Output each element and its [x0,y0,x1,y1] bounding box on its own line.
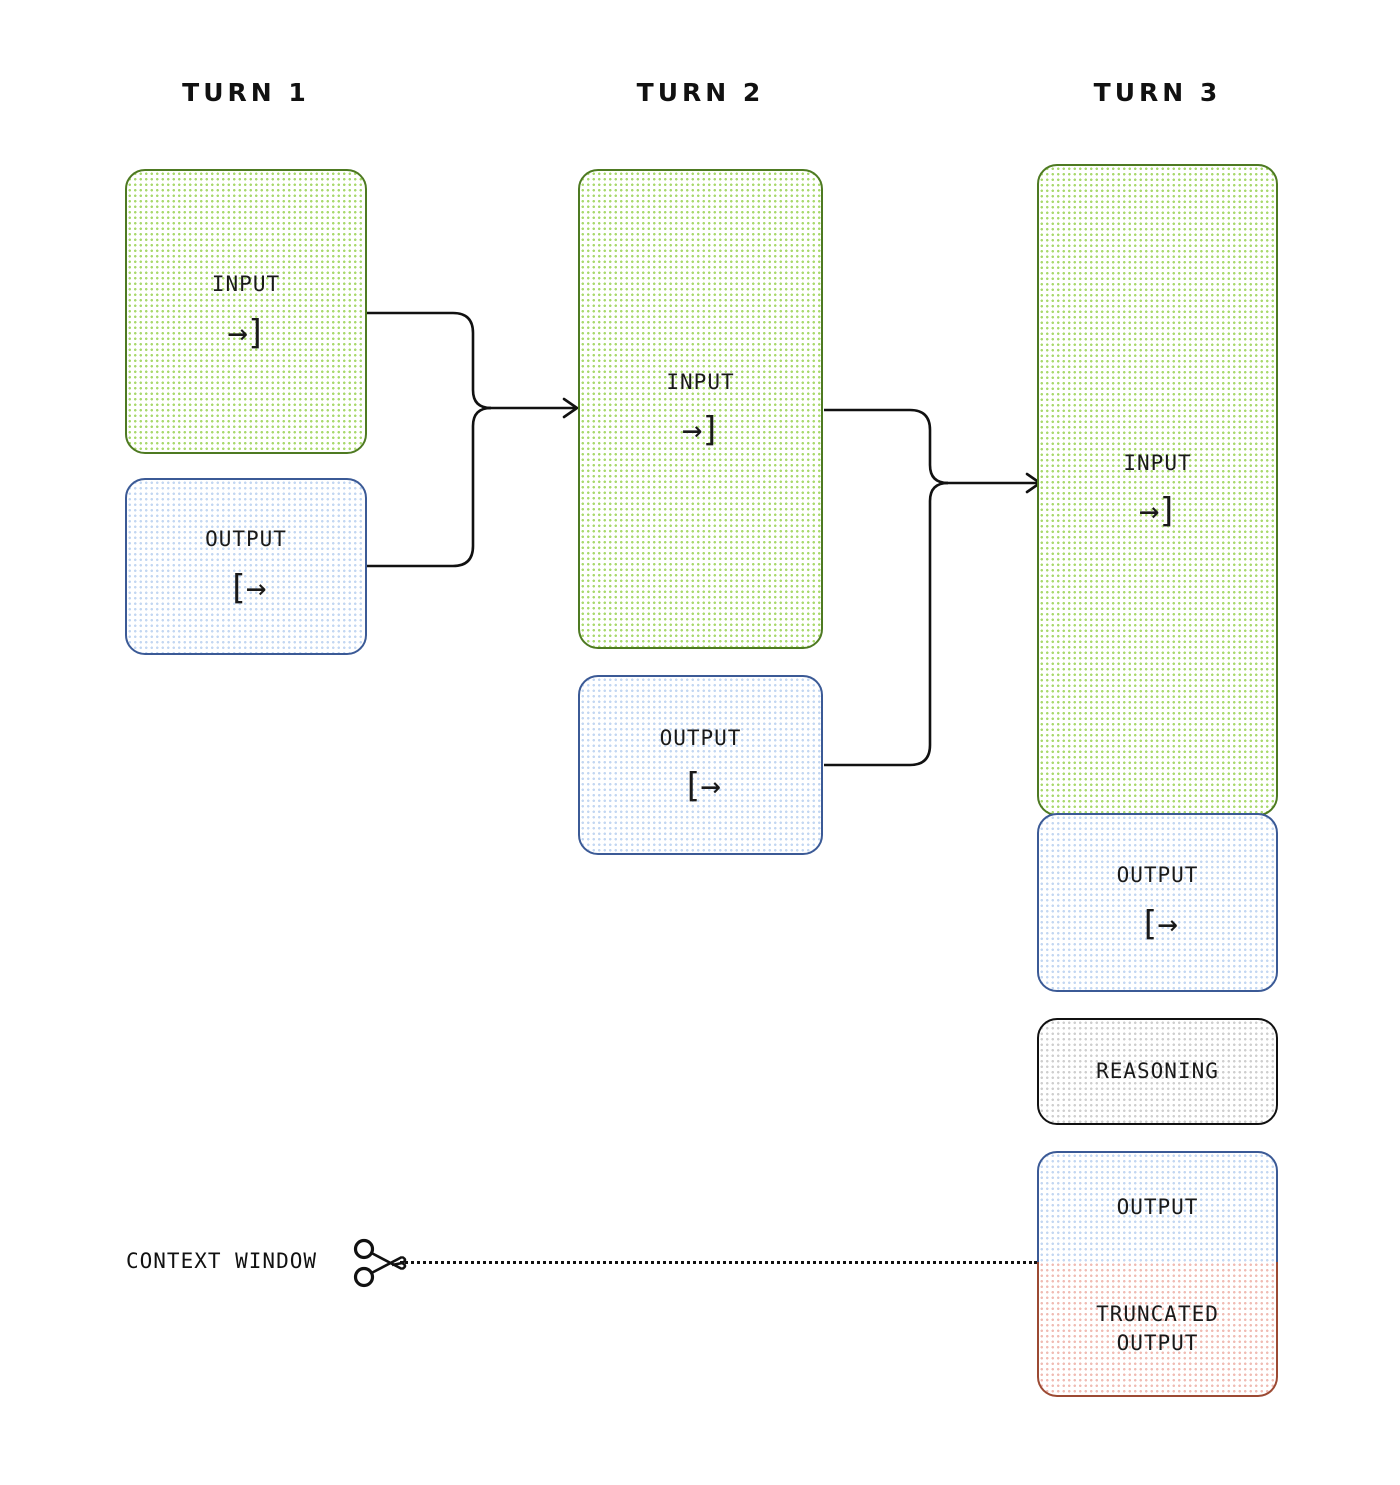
turn2-output-box[interactable]: OUTPUT [→ [578,675,823,855]
connector-upper-path [367,311,492,410]
turn1-output-label: OUTPUT [205,527,287,552]
turn3-final-output-label: OUTPUT [1116,1195,1199,1220]
scissors-icon [353,1238,407,1288]
connector-turn2-to-turn3 [824,408,1042,767]
turn-2-heading: TURN 2 [636,78,765,107]
bracket-out-arrow-icon: [→ [227,567,267,608]
turn3-final-output-box[interactable]: OUTPUT [1037,1151,1278,1264]
bracket-out-arrow-icon: [→ [1139,903,1178,944]
context-window-label: CONTEXT WINDOW [126,1249,318,1273]
turn3-truncated-output-box[interactable]: TRUNCATED OUTPUT [1037,1262,1278,1397]
connector-lower-path [367,406,492,568]
bracket-out-arrow-icon: [→ [682,766,721,807]
context-window-cut-line [400,1261,1037,1264]
turn-3-heading: TURN 3 [1093,78,1222,107]
turn3-input-label: INPUT [1123,450,1192,475]
connector-lower-path [824,481,949,767]
turn3-reasoning-box[interactable]: REASONING [1037,1018,1278,1125]
turn1-output-box[interactable]: OUTPUT [→ [125,478,367,655]
turn3-truncated-output-label-line2: OUTPUT [1116,1330,1199,1355]
turn2-input-box[interactable]: INPUT →] [578,169,823,649]
arrow-into-bracket-icon: →] [682,410,721,451]
connector-upper-path [824,408,949,485]
connector-arrow-head [562,397,579,419]
turn2-input-label: INPUT [666,369,735,394]
turn3-input-box[interactable]: INPUT →] [1037,164,1278,816]
turn-1-heading: TURN 1 [182,78,310,107]
turn1-input-box[interactable]: INPUT →] [125,169,367,454]
turn3-truncated-output-label-line1: TRUNCATED [1096,1302,1219,1327]
connector-turn1-to-turn2 [367,311,579,568]
arrow-into-bracket-icon: →] [227,312,267,353]
turn3-output-box[interactable]: OUTPUT [→ [1037,813,1278,992]
arrow-into-bracket-icon: →] [1139,491,1178,532]
turn2-output-label: OUTPUT [659,725,742,750]
turn1-input-label: INPUT [211,272,281,297]
turn3-output-label: OUTPUT [1116,863,1199,888]
turn3-reasoning-label: REASONING [1096,1059,1219,1084]
